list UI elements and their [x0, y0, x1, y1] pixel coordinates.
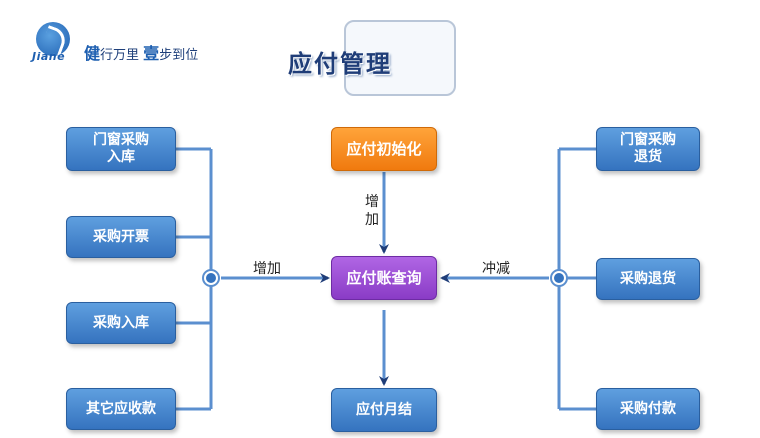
right-source-window-purchase-return: 门窗采购退货	[596, 127, 700, 171]
right-source-purchase-return: 采购退货	[596, 258, 700, 300]
top-increase-label: 增加	[365, 194, 379, 228]
left-increase-label: 增加	[253, 261, 281, 277]
right-offset-label: 冲减	[482, 261, 510, 277]
left-source-other-receivables: 其它应收款	[66, 388, 176, 430]
left-source-purchase-invoice: 采购开票	[66, 216, 176, 258]
payable-monthly-close-box: 应付月结	[331, 388, 437, 432]
payable-account-query-box: 应付账查询	[331, 256, 437, 300]
left-source-purchase-inbound: 采购入库	[66, 302, 176, 344]
payable-initialization-box: 应付初始化	[331, 127, 437, 171]
right-source-purchase-payment: 采购付款	[596, 388, 700, 430]
logo-icon	[36, 22, 70, 56]
logo-latin-text: Jiane	[32, 50, 66, 63]
page-title: 应付管理	[288, 50, 392, 78]
left-source-window-purchase-inbound: 门窗采购入库	[66, 127, 176, 171]
title-frame	[344, 20, 456, 96]
logo-slogan: 健行万里 壹步到位	[84, 44, 199, 63]
